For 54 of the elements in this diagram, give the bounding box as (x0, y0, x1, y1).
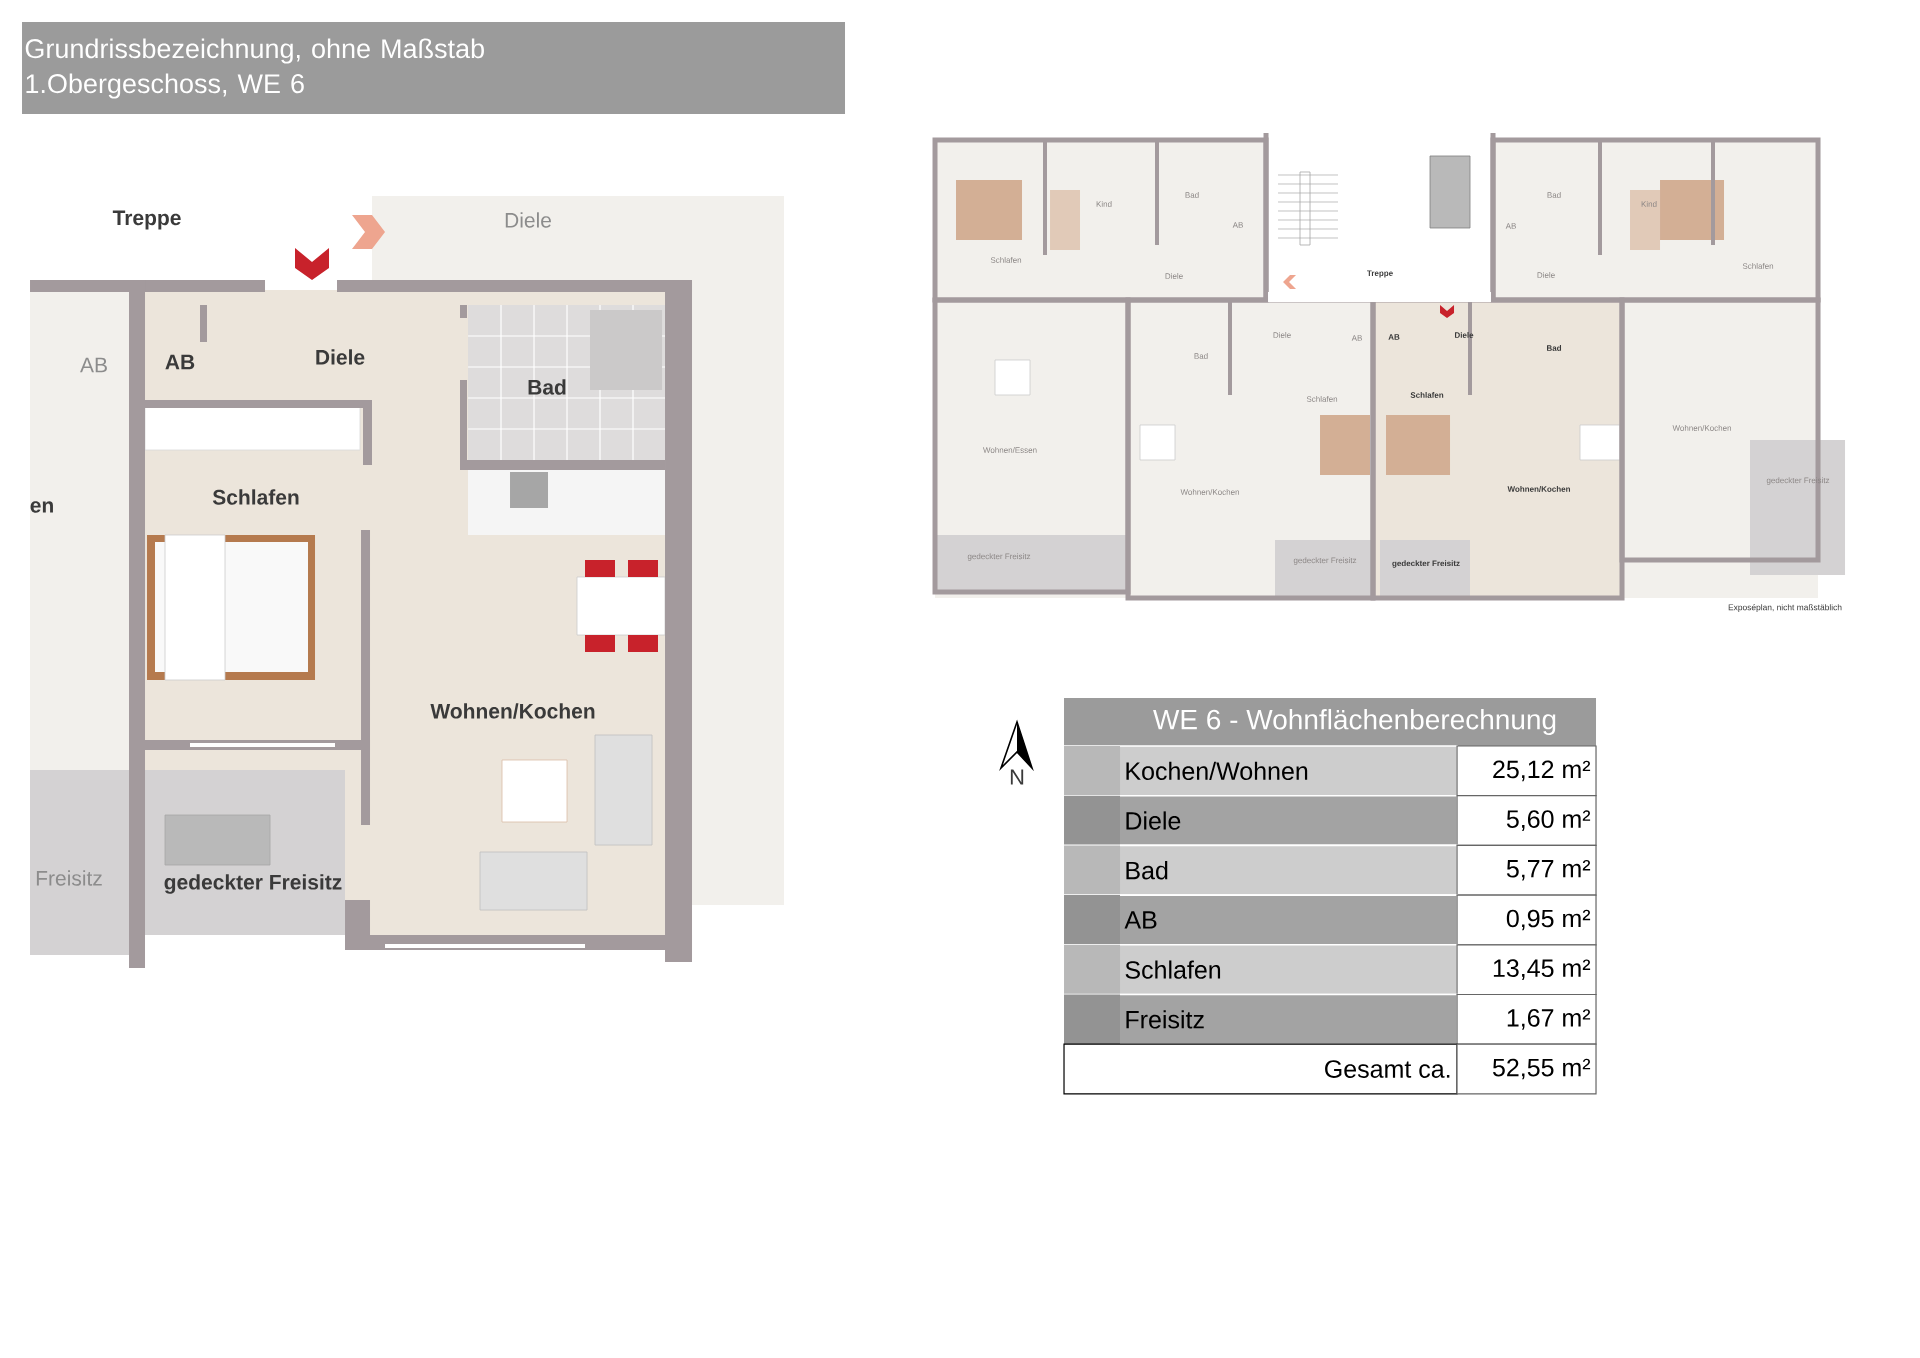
room-label: Schlafen (212, 489, 299, 505)
plan-note: Exposéplan, nicht maßstäblich (1728, 604, 1842, 612)
table-cell: 5,77 m² (1456, 844, 1597, 896)
table-cell: Schlafen (1063, 944, 1458, 996)
table-cell: 52,55 m² (1456, 1043, 1597, 1095)
title-bar: Grundrissbezeichnung, ohne Maßstab 1.Obergeschoss, WE 6 (22, 22, 845, 114)
room-label: Schlafen (1410, 392, 1444, 398)
table-cell: 5,60 m² (1456, 795, 1597, 846)
room-label: Treppe (1367, 270, 1393, 278)
room-label: Schlafen (1306, 396, 1338, 402)
room-label: Diele (1537, 272, 1555, 278)
room-label: Treppe (112, 210, 181, 230)
table-cell: 0,95 m² (1456, 894, 1597, 946)
room-label: Bad (528, 379, 566, 395)
room-label: gedeckter Freisitz (164, 874, 342, 894)
room-label: Wohnen/Kochen (1180, 489, 1239, 495)
room-label: Bad (1547, 192, 1561, 198)
room-label: AB (1232, 222, 1243, 228)
table-cell: Freisitz (1063, 993, 1458, 1045)
table-cell: 25,12 m² (1456, 745, 1597, 797)
room-label: Diele (1273, 332, 1291, 338)
room-label: Diele (316, 349, 365, 365)
room-label: AB (1388, 334, 1400, 340)
room-label: gedeckter Freisitz (967, 553, 1031, 561)
table-cell: Bad (1063, 844, 1458, 896)
room-label: AB (1351, 335, 1362, 341)
room-label: gedeckter Freisitz (1293, 557, 1357, 565)
room-label: Diele (1165, 273, 1183, 279)
room-label: Kind (1641, 201, 1657, 207)
room-label: Schlafen (1742, 263, 1774, 269)
room-label: Kind (1096, 201, 1112, 207)
room-label: Bad (1547, 345, 1562, 351)
room-label: AB (1505, 223, 1516, 229)
table-cell: 13,45 m² (1456, 944, 1597, 996)
room-label: AB (80, 357, 107, 373)
room-label: Freisitz (36, 870, 102, 886)
compass-label: N (1010, 769, 1024, 785)
room-label: Bad (1194, 353, 1208, 359)
room-label: Bad (1185, 192, 1199, 198)
room-label: Wohnen/Kochen (1507, 486, 1570, 492)
room-label: Diele (1455, 332, 1474, 338)
room-label: Wohnen/Essen (983, 447, 1037, 453)
room-label: AB (165, 354, 195, 370)
room-label: en (30, 501, 53, 513)
table-header: WE 6 - Wohnflächenberechnung (1064, 698, 1596, 746)
room-label: Wohnen/Kochen (430, 703, 595, 719)
room-label: gedeckter Freisitz (1392, 560, 1460, 568)
room-label: Schlafen (990, 257, 1022, 263)
table-cell: 1,67 m² (1456, 993, 1597, 1045)
room-label: Wohnen/Kochen (1672, 425, 1731, 431)
room-label: Diele (505, 212, 551, 228)
table-cell: Kochen/Wohnen (1063, 745, 1458, 797)
table-cell: AB (1063, 894, 1458, 946)
table-cell: Diele (1063, 794, 1458, 847)
